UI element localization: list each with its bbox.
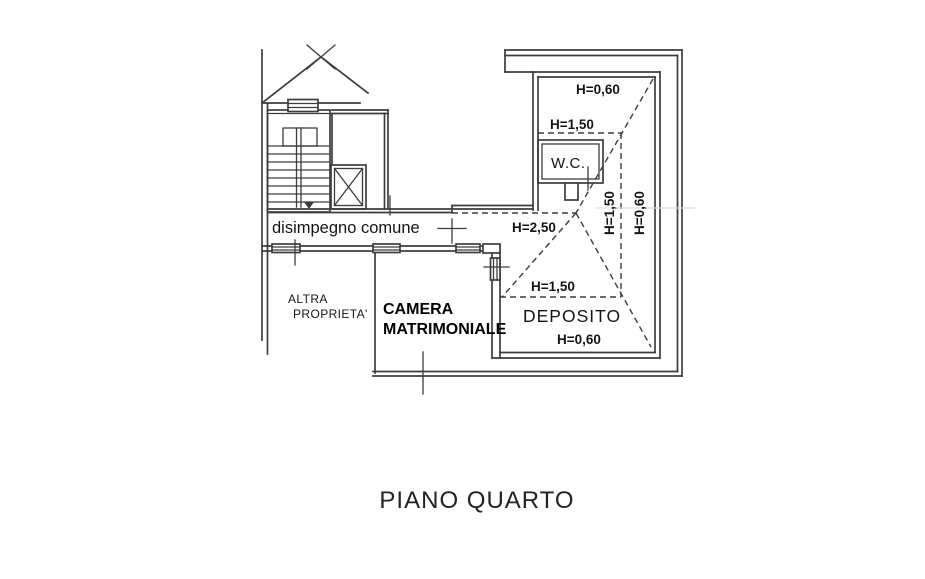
room-label-bedroom-line2: MATRIMONIALE xyxy=(383,321,507,338)
height-zone-lines xyxy=(452,78,654,348)
roof-outline xyxy=(260,44,370,105)
elevator-shaft xyxy=(330,164,367,210)
landing-walls xyxy=(331,109,389,210)
room-label-storage: DEPOSITO xyxy=(523,306,621,326)
height-label-attic-top: H=0,60 xyxy=(576,82,620,97)
room-label-wc: W.C. xyxy=(551,155,586,172)
room-label-other-property-line2: PROPRIETA' xyxy=(293,307,368,321)
height-label-corridor: H=2,50 xyxy=(512,220,556,235)
height-label-slope-outer: H=0,60 xyxy=(632,191,647,235)
attic-room-walls xyxy=(491,71,661,359)
room-label-other-property-line1: ALTRA xyxy=(288,292,328,306)
plan-caption: PIANO QUARTO xyxy=(379,487,574,514)
stair-direction-arrow xyxy=(304,202,314,209)
height-label-storage-mid: H=1,50 xyxy=(531,279,575,294)
wall-ticks xyxy=(294,166,589,395)
staircase xyxy=(266,109,331,213)
stair-window xyxy=(287,98,319,113)
height-label-attic-mid: H=1,50 xyxy=(550,117,594,132)
corridor-windows xyxy=(271,243,501,281)
room-label-hallway: disimpegno comune xyxy=(272,219,420,237)
height-label-storage-low: H=0,60 xyxy=(557,332,601,347)
wc-walls xyxy=(537,139,604,201)
outer-walls-right xyxy=(372,49,683,377)
height-label-slope-inner: H=1,50 xyxy=(602,191,617,235)
room-label-bedroom-line1: CAMERA xyxy=(383,301,454,318)
